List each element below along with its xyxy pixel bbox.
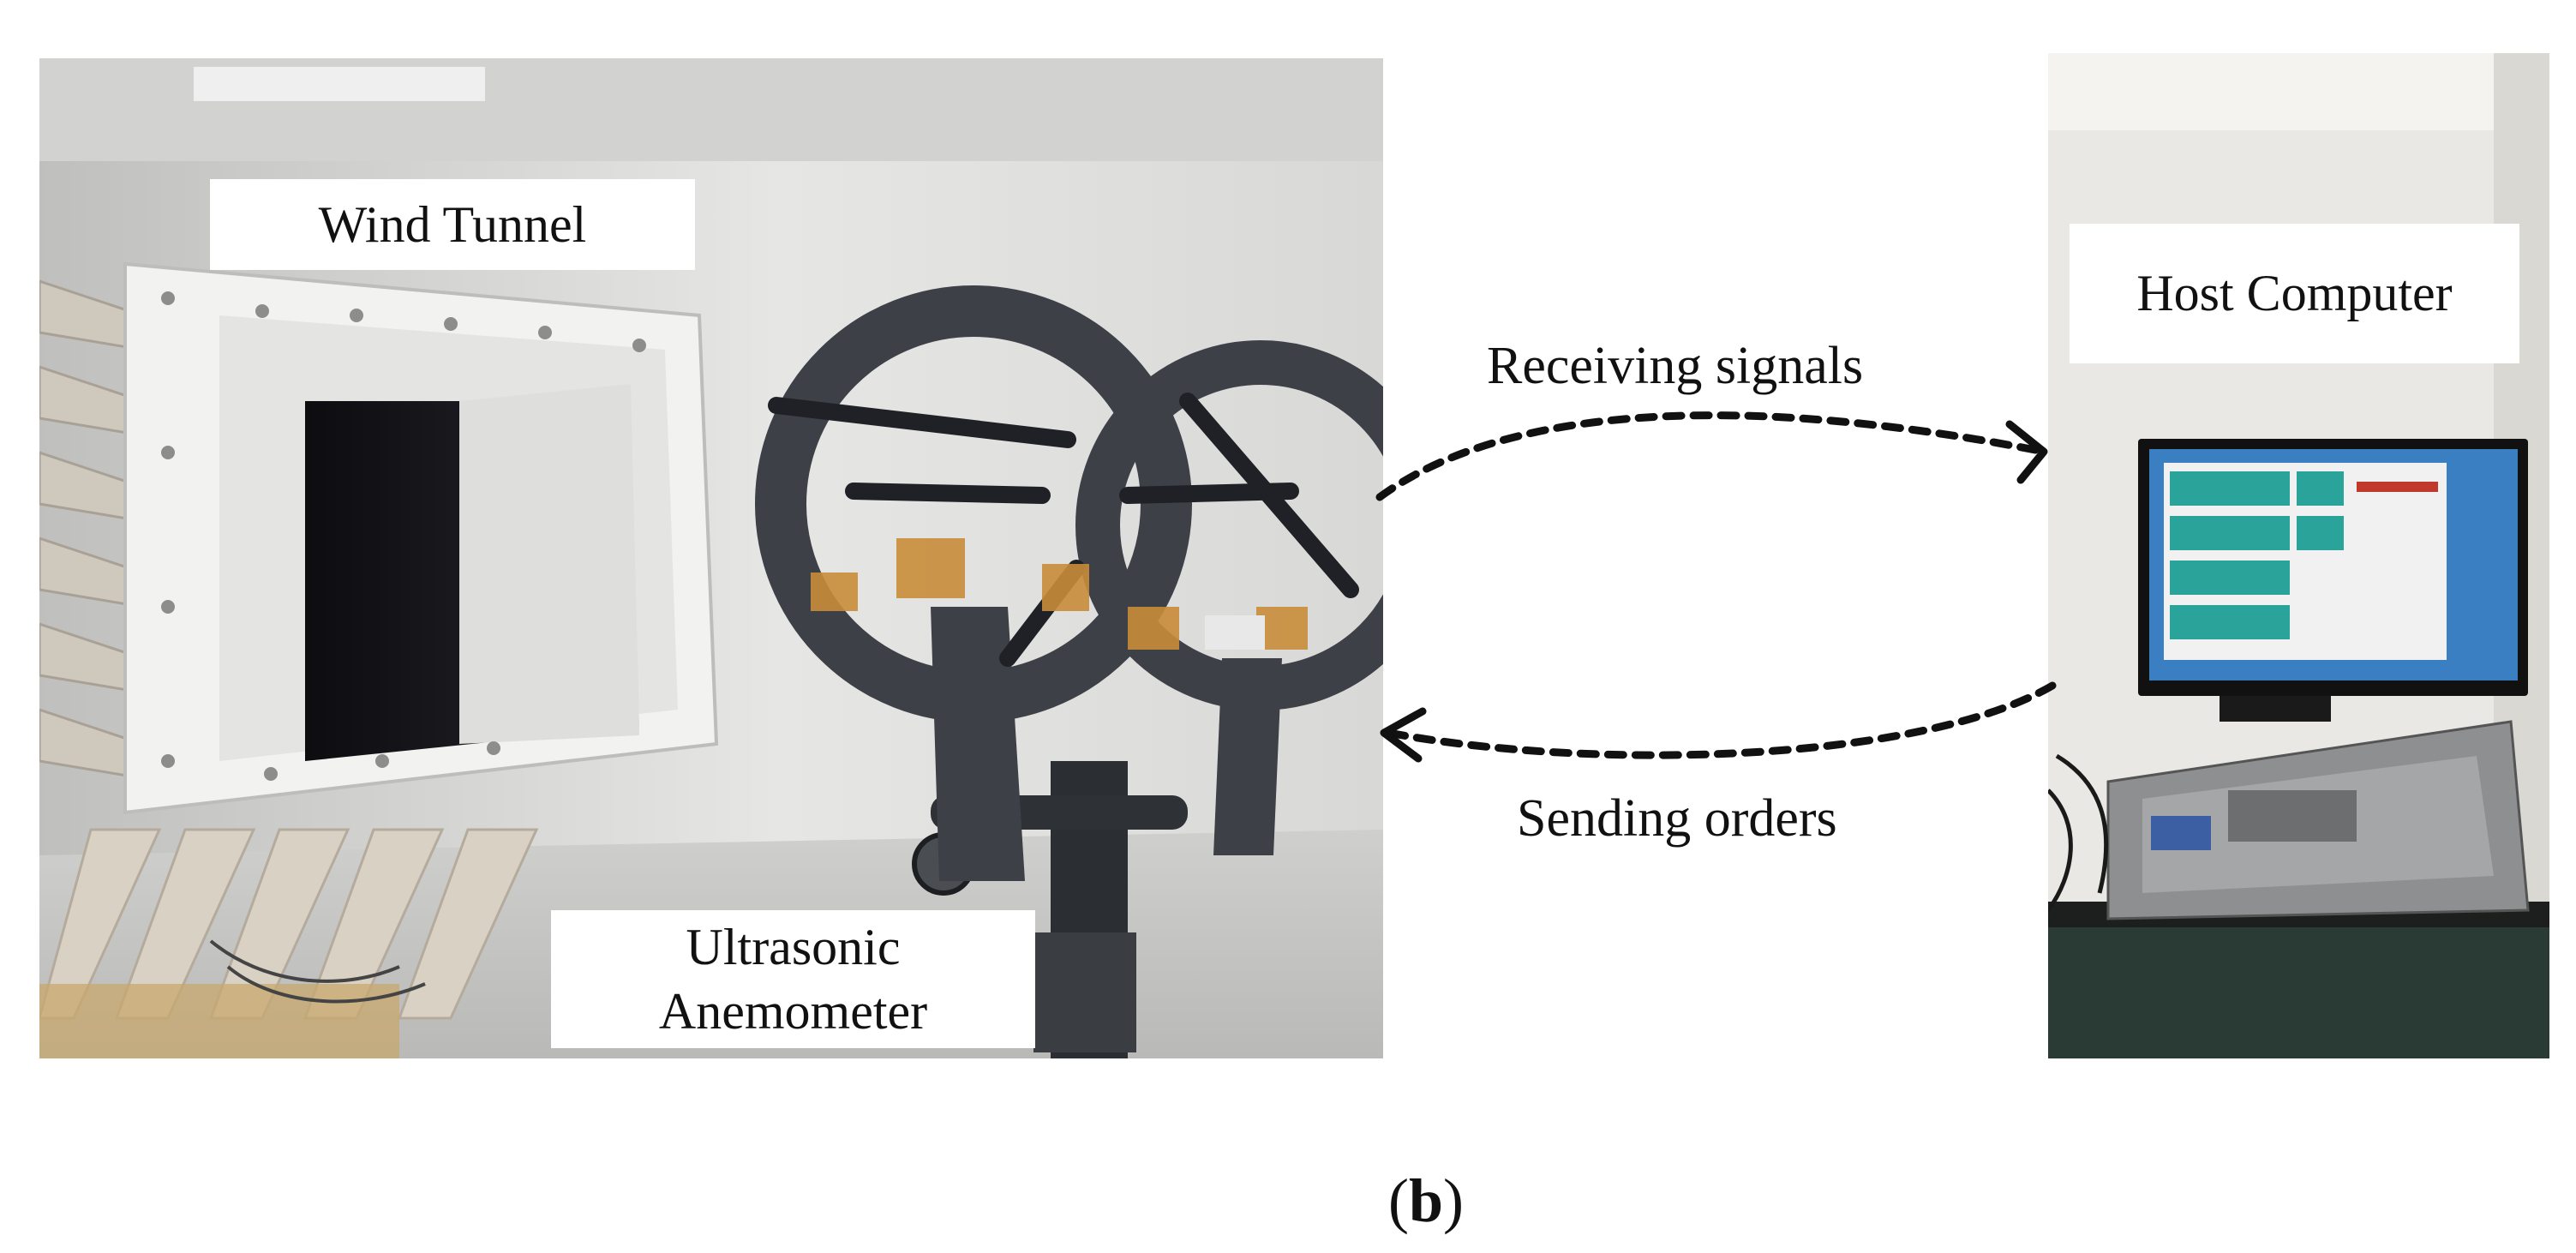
panel-label-open: ( [1388, 1166, 1409, 1235]
receiving-arrowhead-icon [2005, 420, 2048, 484]
host-computer-label: Host Computer [2070, 224, 2519, 363]
wind-tunnel-photo-illustration [39, 58, 1383, 1058]
ultrasonic-anemometer-label: Ultrasonic Anemometer [551, 910, 1035, 1048]
receiving-signals-arrow [1375, 411, 2040, 501]
panel-label-close: ) [1443, 1166, 1465, 1235]
sending-arrowhead-icon [1380, 707, 1427, 763]
wind-tunnel-label: Wind Tunnel [210, 179, 695, 270]
host-computer-photo [2048, 53, 2549, 1058]
host-computer-photo-illustration [2048, 53, 2549, 1058]
sending-orders-arrow [1384, 681, 2057, 759]
wind-tunnel-photo [39, 58, 1383, 1058]
receiving-signals-text: Receiving signals [1487, 337, 1864, 395]
sending-orders-text: Sending orders [1517, 789, 1837, 848]
panel-label-letter: b [1408, 1166, 1444, 1235]
panel-label: (b) [1388, 1166, 1464, 1237]
